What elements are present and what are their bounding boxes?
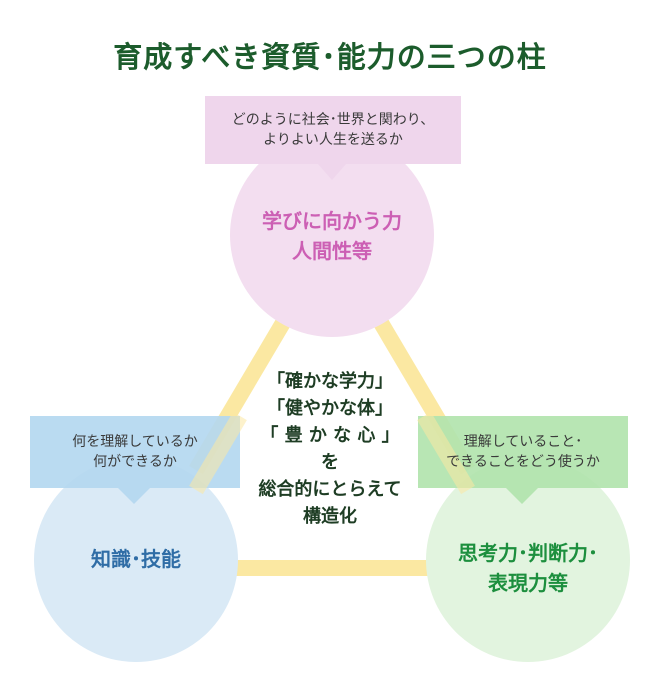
top-question-line-1: どのように社会･世界と関わり、 [231, 112, 435, 128]
left-pillar-label-line-1: 知識･技能 [91, 547, 181, 571]
right-question-line-1: 理解していること･ [463, 434, 583, 450]
center-line-4: を [321, 452, 339, 473]
right-question-line-2: できることをどう使うか [446, 454, 600, 470]
center-text: 「確かな学力」 「健やかな体」 「 豊 か な 心 」 を 総合的にとらえて 構… [220, 368, 440, 530]
right-pillar-label-line-1: 思考力･判断力･ [458, 541, 598, 565]
center-line-3: 「 豊 か な 心 」 [260, 425, 400, 446]
left-question-line-2: 何ができるか [93, 454, 177, 470]
left-question: 何を理解しているか 何ができるか [30, 416, 240, 488]
top-question-line-2: よりよい人生を送るか [263, 132, 403, 148]
top-question: どのように社会･世界と関わり、 よりよい人生を送るか [205, 96, 461, 164]
top-pillar-label-line-2: 人間性等 [292, 239, 372, 263]
top-pillar-label: 学びに向かう力 人間性等 [230, 206, 434, 266]
page-title: 育成すべき資質･能力の三つの柱 [113, 40, 547, 74]
center-line-5: 総合的にとらえて [258, 479, 402, 500]
top-pillar-label-line-1: 学びに向かう力 [262, 209, 402, 233]
center-line-6: 構造化 [303, 506, 357, 527]
left-pillar-label: 知識･技能 [34, 544, 238, 574]
center-line-2: 「健やかな体」 [267, 398, 393, 419]
right-pillar-label-line-2: 表現力等 [488, 571, 568, 595]
right-question: 理解していること･ できることをどう使うか [418, 416, 628, 488]
right-pillar-label: 思考力･判断力･ 表現力等 [420, 538, 636, 598]
left-pillar-circle [34, 458, 238, 662]
top-pillar-circle [230, 133, 434, 337]
center-line-1: 「確かな学力」 [267, 371, 393, 392]
left-question-line-1: 何を理解しているか [72, 434, 198, 450]
top-question-bubble [205, 96, 461, 180]
right-pillar-circle [426, 458, 630, 662]
